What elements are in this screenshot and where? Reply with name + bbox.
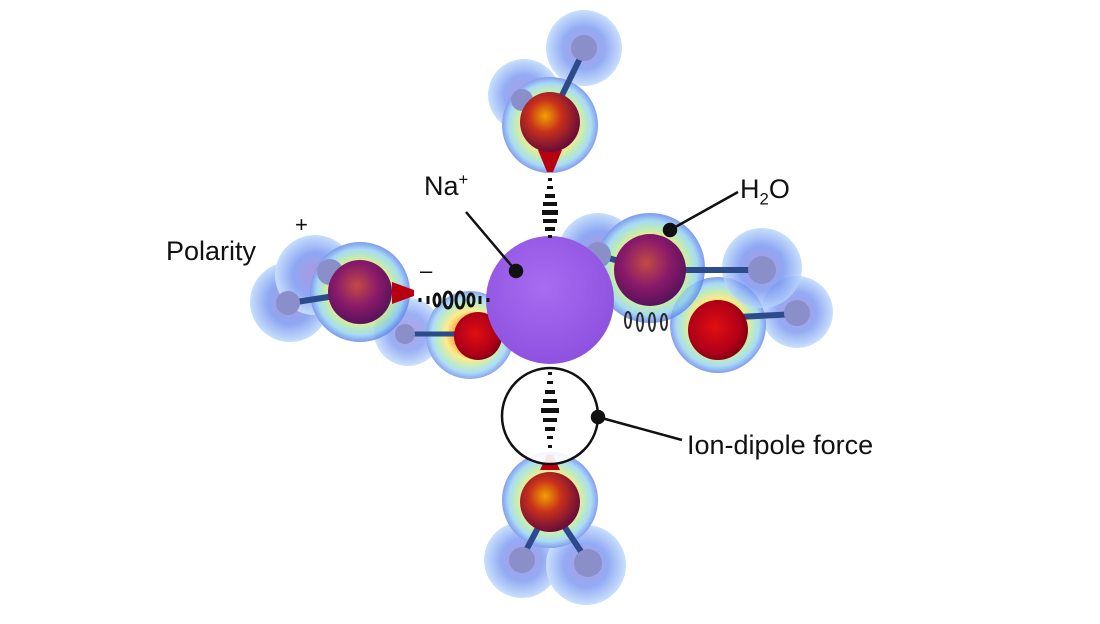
water-molecule-top bbox=[488, 10, 622, 173]
positive-pole-sign: + bbox=[295, 212, 308, 237]
dipole-marks-left bbox=[418, 290, 490, 310]
sodium-ion bbox=[486, 236, 614, 364]
sodium-ion-label: Na+ bbox=[424, 170, 469, 201]
polarity-label: Polarity bbox=[166, 236, 257, 266]
ion-dipole-force-circle bbox=[500, 366, 600, 466]
dipole-marks-top bbox=[542, 178, 558, 238]
water-molecule-bottom bbox=[484, 452, 626, 605]
negative-pole-sign: – bbox=[420, 258, 433, 283]
water-label: H2O bbox=[740, 174, 790, 209]
water-molecule-left-front bbox=[250, 235, 414, 342]
ion-dipole-force-label: Ion-dipole force bbox=[687, 430, 874, 460]
leader-lines bbox=[465, 190, 739, 442]
